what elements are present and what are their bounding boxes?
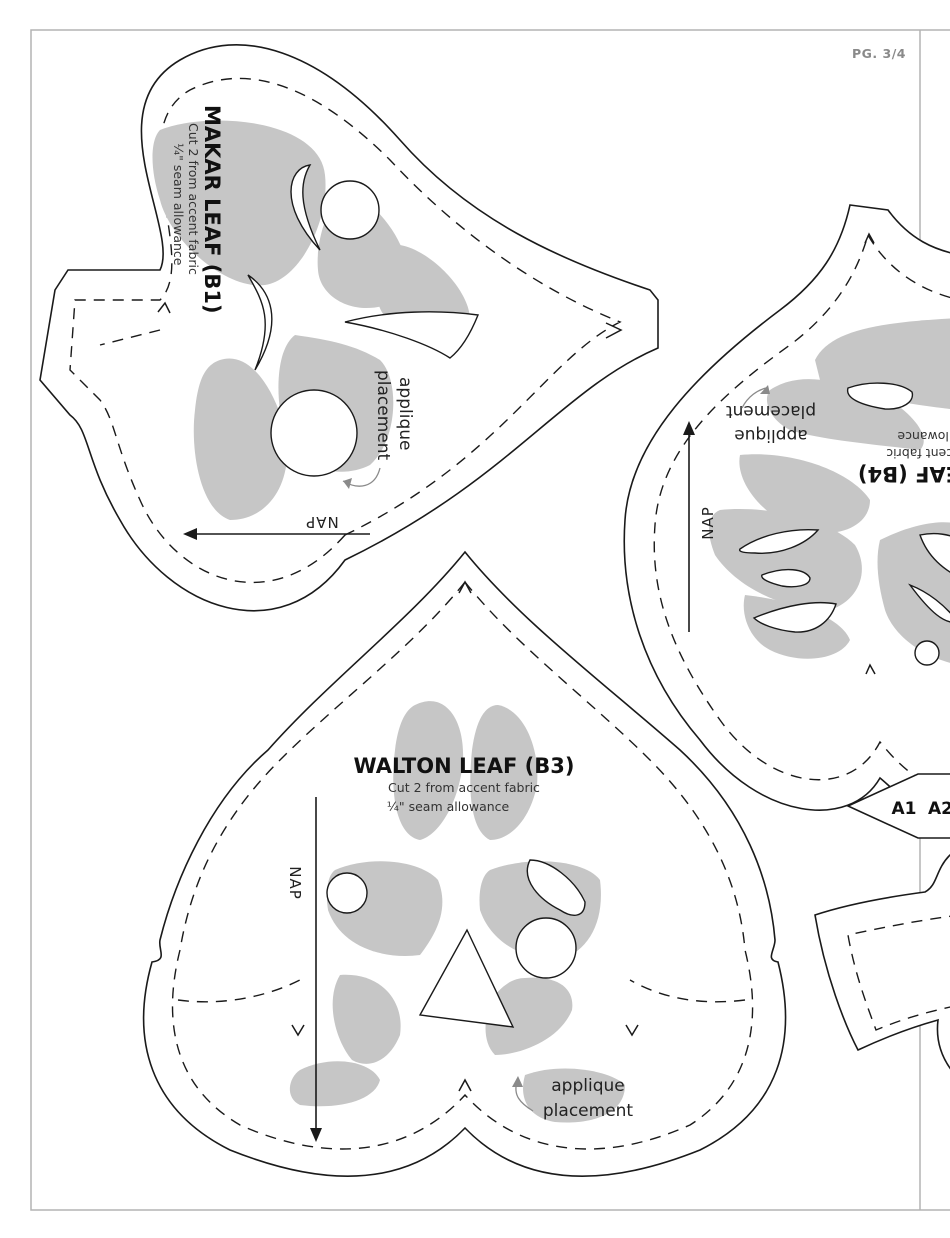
walton-applique-shape (523, 1068, 625, 1123)
b4-sliver-piece (738, 528, 820, 554)
walton-lobe-seam-right (629, 979, 746, 1003)
walton-circle-piece (515, 917, 577, 979)
walton-triangle-piece (418, 928, 515, 1028)
walton-cut-instruction: Cut 2 from accent fabric (388, 780, 540, 795)
makar-crescent-piece (247, 274, 273, 371)
page-number: PG. 3/4 (852, 46, 906, 61)
walton-applique-shape (470, 705, 538, 840)
b4-teardrop-piece (847, 382, 914, 410)
b4-sliver-piece (919, 532, 950, 573)
a1-tab-label: A1 (892, 799, 917, 819)
walton-leaf-piece: WALTON LEAF (B3) Cut 2 from accent fabri… (142, 550, 787, 1177)
makar-pointer-head (343, 478, 352, 489)
b4-applique-pointer (741, 387, 767, 409)
walton-small-circle-piece (326, 872, 368, 914)
makar-stem-seam (99, 329, 161, 346)
b4-applique-shape (766, 379, 924, 450)
makar-sliver-piece (344, 311, 479, 359)
walton-nap-arrowhead (310, 1128, 322, 1142)
walton-applique-shape (393, 701, 464, 840)
b4-leaf-title: EAF (B4) (858, 462, 950, 486)
walton-placement-label: placement (543, 1101, 634, 1121)
makar-applique-label: applique (395, 377, 415, 450)
makar-nap-label: NAP (305, 513, 339, 531)
b4-seam-allowance: allowance (897, 429, 950, 444)
walton-nap-label: NAP (286, 866, 304, 900)
b4-applique-label: applique (734, 425, 807, 445)
makar-applique-shape (193, 358, 288, 520)
makar-cut-instruction: Cut 2 from accent fabric (186, 123, 201, 275)
makar-large-circle-piece (270, 389, 358, 477)
walton-leaf-seam (171, 580, 754, 1150)
makar-crescent-piece (290, 164, 321, 251)
walton-notch (625, 1024, 639, 1037)
walton-notch (458, 580, 472, 594)
makar-applique-shape (376, 245, 470, 328)
walton-applique-shape (485, 977, 573, 1055)
makar-notch (605, 322, 623, 339)
walton-notch (291, 1024, 305, 1037)
makar-seam-allowance: ¼" seam allowance (171, 143, 186, 266)
walton-teardrop-piece (526, 859, 586, 916)
b4-applique-shape (877, 522, 950, 663)
walton-applique-label: applique (551, 1076, 624, 1096)
makar-leaf-title: MAKAR LEAF (B1) (200, 105, 224, 314)
a1-a2-tab-outline (846, 773, 950, 839)
b4-sliver-piece (752, 601, 837, 633)
makar-leaf-seam (69, 77, 622, 584)
b4-notch (864, 232, 875, 244)
b4-leaf-piece: EAF (B4) ccent fabric allowance placemen… (623, 204, 950, 821)
partial-piece-seam (847, 915, 950, 1031)
b4-cut-instruction: ccent fabric (886, 446, 950, 461)
walton-applique-shape (289, 1061, 380, 1107)
partial-piece-outline (814, 854, 950, 1070)
makar-applique-shape (152, 120, 326, 286)
page-border (30, 29, 950, 1211)
walton-lobe-seam-left (177, 979, 301, 1003)
b4-teardrop-piece (761, 568, 811, 588)
b4-notch (865, 663, 876, 675)
makar-leaf-outline (39, 44, 659, 612)
b4-nap-label: NAP (699, 506, 717, 540)
walton-applique-shape (332, 974, 401, 1064)
makar-nap-arrowhead (183, 528, 197, 540)
walton-leaf-title: WALTON LEAF (B3) (354, 754, 575, 778)
b4-sliver-piece (907, 583, 950, 623)
b4-pointer-head (760, 385, 770, 394)
a2-tab-label: A2 (928, 799, 950, 819)
b4-placement-label: placement (726, 401, 817, 421)
walton-leaf-outline (142, 550, 787, 1177)
b4-small-circle-piece (914, 640, 940, 666)
walton-pointer-head (512, 1076, 523, 1087)
makar-small-circle-piece (320, 180, 380, 240)
b4-nap-arrowhead (683, 421, 695, 435)
makar-placement-label: placement (373, 370, 393, 461)
makar-leaf-piece: MAKAR LEAF (B1) Cut 2 from accent fabric… (39, 44, 659, 612)
b4-applique-shape (708, 509, 862, 610)
makar-stem-notch (157, 301, 171, 314)
b4-leaf-seam (653, 234, 950, 791)
walton-seam-allowance: ¼" seam allowance (387, 799, 510, 814)
walton-notch (458, 1078, 472, 1092)
